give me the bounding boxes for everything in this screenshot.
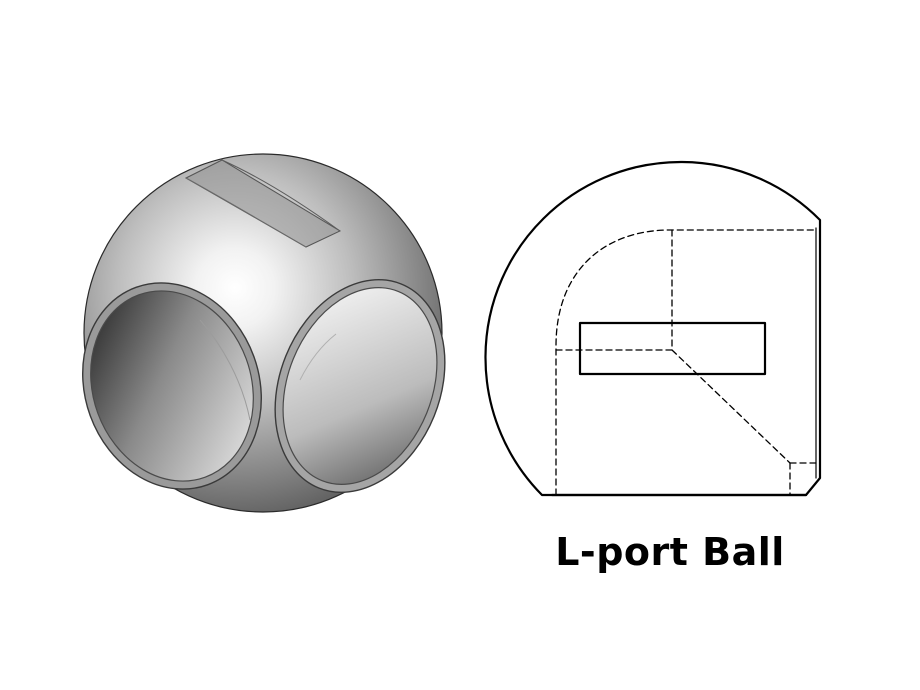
stem-slot-outline (578, 321, 767, 376)
ball-outline (484, 160, 822, 497)
figure-caption: L-port Ball (555, 530, 785, 574)
stem-slot (184, 159, 342, 248)
hidden-lines (555, 229, 817, 496)
left-port (82, 282, 262, 490)
shaded-ball-view (82, 153, 446, 513)
right-port (274, 278, 446, 494)
section-drawing-view (484, 160, 822, 497)
